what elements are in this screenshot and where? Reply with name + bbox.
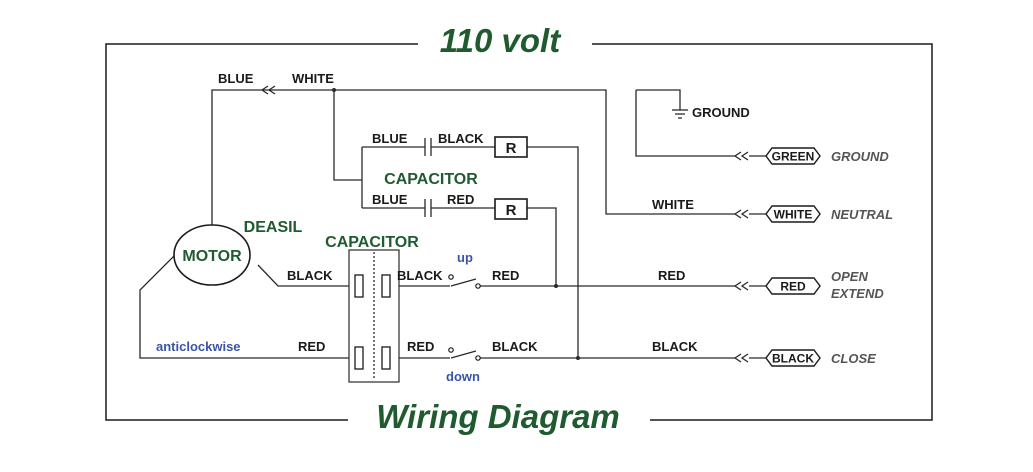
wire-label: RED [407,339,434,354]
wire-label: RED [298,339,325,354]
wire-label: WHITE [652,197,694,212]
resistor-1: R [494,136,528,158]
connector-tag-text: WHITE [774,208,813,222]
wire-label: BLACK [397,268,443,283]
diagram-subtitle: Wiring Diagram [376,398,620,435]
connectors: GREEN GROUND WHITE NEUTRAL RED OPEN EXTEND BLAC… [733,147,893,367]
connector-red: RED OPEN EXTEND [733,269,884,301]
deasil-capacitor-block [348,249,400,383]
connector-black: BLACK CLOSE [733,349,876,367]
connector-tag-text: RED [780,280,806,294]
switch-up [448,274,481,289]
wire-label: BLUE [218,71,254,86]
wires [139,88,735,360]
diagram-title: 110 volt [440,22,562,59]
wire-label: BLACK [652,339,698,354]
top-wire-connector [260,85,276,95]
deasil-label: DEASIL [244,219,303,236]
capacitor-symbol-icon [424,138,432,217]
connector-side-label: GROUND [831,149,889,164]
connector-side-label: NEUTRAL [831,207,893,222]
resistor-2: R [494,198,528,220]
connector-tag-text: BLACK [772,352,814,366]
connector-side-label: EXTEND [831,286,884,301]
wire-label: RED [492,268,519,283]
capacitor-label: CAPACITOR [384,171,478,188]
wire-label: BLUE [372,192,408,207]
connector-side-label: CLOSE [831,351,876,366]
diagram-frame [105,43,933,421]
svg-text:R: R [506,140,517,157]
switch-down-label: down [446,369,480,384]
connector-side-label: OPEN [831,269,868,284]
ground-symbol-icon [672,109,688,119]
connector-green: GREEN GROUND [733,147,889,165]
wire-label: RED [447,192,474,207]
svg-text:R: R [506,202,517,219]
wire-label: BLACK [287,268,333,283]
switch-down [448,347,481,361]
wire-label: BLACK [438,131,484,146]
wire-label: BLUE [372,131,408,146]
connector-tag-text: GREEN [772,150,815,164]
connector-white: WHITE NEUTRAL [733,205,893,223]
switch-up-label: up [457,250,473,265]
motor-label: MOTOR [182,248,242,265]
motor: MOTOR [173,224,251,286]
wire-label: WHITE [292,71,334,86]
wire-label: RED [658,268,685,283]
wire-label: BLACK [492,339,538,354]
wire-labels: BLUE WHITE BLUE BLACK BLUE RED WHITE BLA… [156,71,698,384]
capacitor2-label: CAPACITOR [325,234,419,251]
anticlockwise-label: anticlockwise [156,339,241,354]
ground-label: GROUND [692,105,750,120]
